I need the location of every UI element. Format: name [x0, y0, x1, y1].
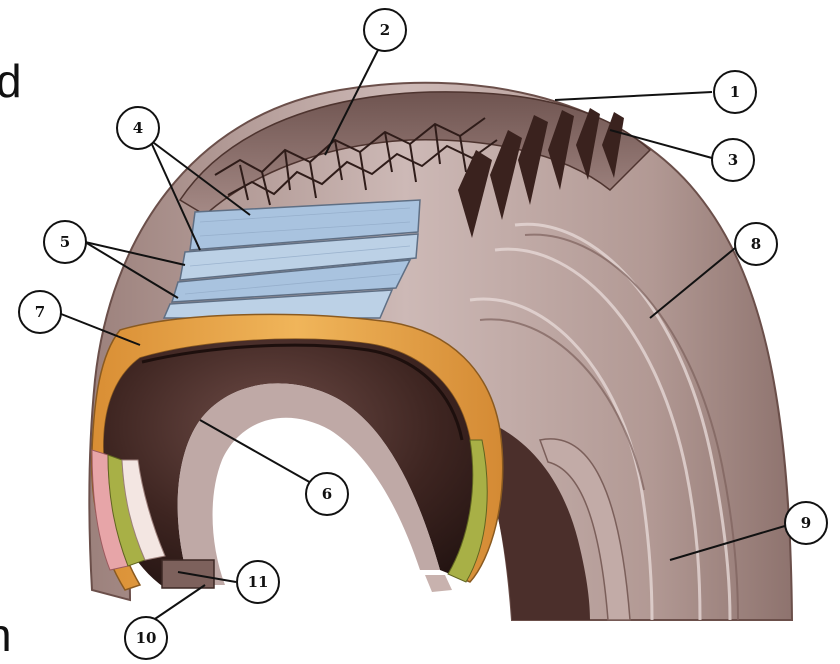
callout-1: 1	[714, 71, 756, 113]
callout-7: 7	[19, 291, 61, 333]
svg-text:1: 1	[730, 83, 740, 101]
svg-text:10: 10	[136, 629, 157, 647]
svg-text:8: 8	[751, 235, 761, 253]
callout-5: 5	[44, 221, 86, 263]
callout-8: 8	[735, 223, 777, 265]
callout-10: 10	[125, 617, 167, 659]
svg-text:4: 4	[133, 119, 143, 137]
svg-text:9: 9	[801, 514, 811, 532]
callout-11: 11	[237, 561, 279, 603]
callout-4: 4	[117, 107, 159, 149]
callout-2: 2	[364, 9, 406, 51]
svg-text:3: 3	[728, 151, 738, 169]
belt-layers	[164, 200, 420, 318]
svg-text:5: 5	[60, 233, 70, 251]
callout-6: 6	[306, 473, 348, 515]
svg-text:7: 7	[35, 303, 45, 321]
callout-9: 9	[785, 502, 827, 544]
svg-text:11: 11	[248, 573, 269, 591]
callout-3: 3	[712, 139, 754, 181]
svg-text:6: 6	[322, 485, 332, 503]
svg-text:2: 2	[380, 21, 390, 39]
